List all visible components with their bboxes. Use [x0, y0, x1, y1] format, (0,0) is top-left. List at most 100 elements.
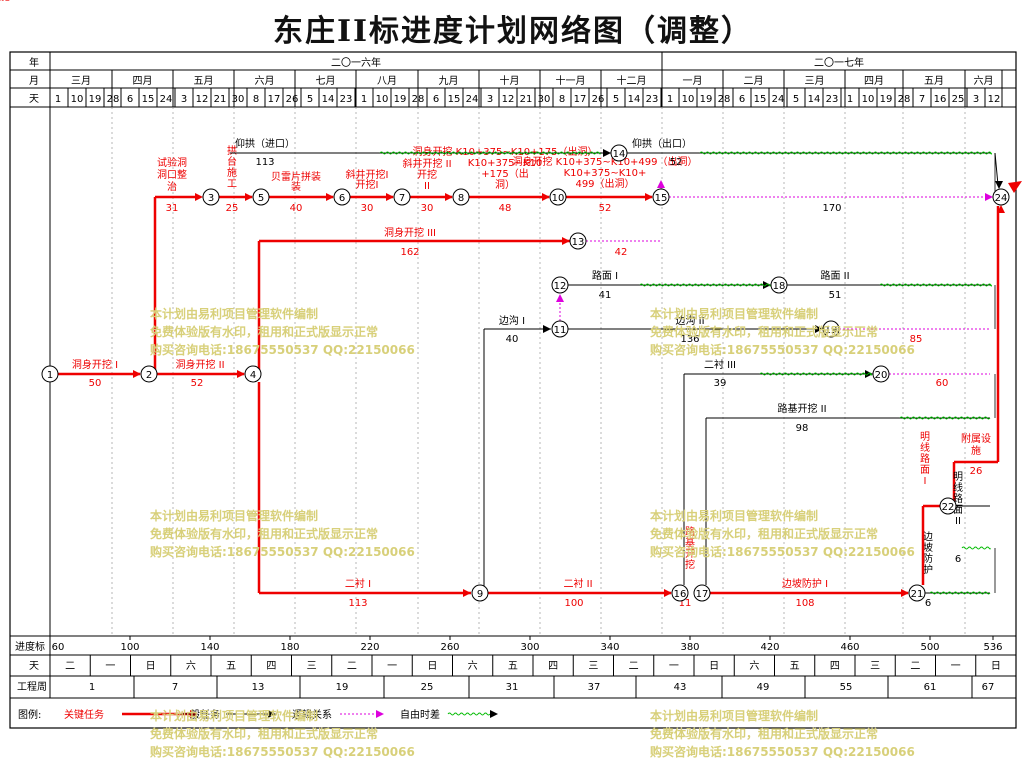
task-duration: 85: [910, 334, 923, 345]
task-name: 洞身开挖 K10+375~K10+175（出洞）: [412, 145, 597, 158]
day-label: 23: [340, 94, 353, 105]
legend-critical-label: 关键任务: [64, 708, 104, 721]
task-arrow-head: [645, 193, 653, 201]
task-duration: 41: [599, 290, 612, 301]
legend-float-arrow: [490, 710, 498, 718]
task-duration: 51: [829, 290, 842, 301]
task-duration: 6: [925, 598, 931, 609]
task-name: 路: [920, 452, 930, 465]
day-label: 21: [214, 94, 227, 105]
day-label: 15: [142, 94, 155, 105]
node-label: 17: [696, 589, 709, 600]
task-arrow-head: [237, 370, 245, 378]
day-label: 21: [520, 94, 533, 105]
task-name: 边沟 II: [675, 314, 704, 327]
week-label: 25: [421, 682, 434, 693]
watermark-text: 购买咨询电话:18675550537 QQ:22150066: [150, 544, 415, 559]
logic-head: [985, 193, 993, 201]
task-name: 洞身开挖 K10+375~K10+499（出洞）: [512, 155, 697, 168]
month-label: 六月: [255, 75, 275, 87]
weekday-label: 一: [669, 661, 679, 672]
task-name: 二衬 II: [563, 577, 592, 590]
watermark-text: 免费体验版有水印，租用和正式版显示正常: [650, 726, 878, 741]
task-duration: 170: [822, 203, 841, 214]
task-duration: 162: [400, 247, 419, 258]
task-name: 仰拱（出口）: [632, 137, 692, 150]
day-label: 5: [613, 94, 619, 105]
progress-tick: 300: [520, 642, 539, 653]
day-label: 23: [826, 94, 839, 105]
task-name: 路: [953, 492, 963, 505]
watermark-text: 购买咨询电话:18675550537 QQ:22150066: [650, 342, 915, 357]
legend-float-label: 自由时差: [400, 708, 440, 721]
node-label: 7: [399, 193, 405, 204]
progress-tick: 180: [280, 642, 299, 653]
watermark-text: 免费体验版有水印，租用和正式版显示正常: [650, 324, 878, 339]
task-name: 面: [920, 465, 930, 476]
node-24: [992, 188, 1010, 206]
page-title: 东庄II标进度计划网络图（调整）: [272, 14, 754, 49]
watermark-text: 本计划由易利项目管理软件编制: [150, 708, 318, 723]
node-label: 6: [339, 193, 345, 204]
legend-logic-arrow: [376, 710, 384, 718]
task-duration: 52: [191, 378, 204, 389]
task-duration: 30: [361, 203, 374, 214]
node-3: [202, 188, 220, 206]
float-line: [379, 151, 601, 155]
float-line: [879, 283, 993, 287]
end-flag: [1008, 181, 1022, 193]
day-label: 3: [181, 94, 187, 105]
watermark-text: 本计划由易利项目管理软件编制: [150, 508, 318, 523]
month-label: 六月: [974, 75, 994, 87]
weekday-label: 二: [910, 661, 920, 672]
task-duration: 40: [506, 334, 519, 345]
task-duration: 11: [679, 598, 692, 609]
progress-axis-label: 进度标: [15, 640, 45, 653]
month-label: 十一月: [556, 74, 586, 87]
watermark-text: 本计划由易利项目管理软件编制: [650, 708, 818, 723]
node-10: [549, 188, 567, 206]
task-duration: 48: [499, 203, 512, 214]
logic-head: [657, 180, 665, 188]
task-arrow-head: [326, 193, 334, 201]
task-name: 仰拱（进口）: [235, 137, 295, 150]
task-name: 路基开挖 II: [777, 402, 826, 415]
float-line: [699, 151, 993, 155]
day-label: 10: [71, 94, 84, 105]
month-label: 五月: [194, 75, 214, 87]
progress-tick: 460: [840, 642, 859, 653]
progress-tick: 500: [920, 642, 939, 653]
task-duration: 40: [290, 203, 303, 214]
task-duration: 136: [680, 334, 699, 345]
task-name: 边: [923, 531, 933, 543]
day-label: 8: [253, 94, 259, 105]
watermark-text: 免费体验版有水印，租用和正式版显示正常: [150, 526, 378, 541]
watermark-text: 本计划由易利项目管理软件编制: [150, 306, 318, 321]
node-label: 11: [554, 325, 567, 336]
task-name: 装: [291, 180, 301, 193]
task-arrow-head: [901, 589, 909, 597]
task-name: 施: [971, 444, 981, 457]
watermark-text: 购买咨询电话:18675550537 QQ:22150066: [650, 744, 915, 759]
arrow-head: [763, 281, 771, 289]
node-label: 21: [911, 589, 924, 600]
node-label: 16: [674, 589, 687, 600]
weekday-label: 六: [186, 660, 196, 672]
day-label: 1: [361, 94, 367, 105]
arrow-head: [543, 325, 551, 333]
task-name: 二衬 III: [704, 358, 736, 371]
node-label: 8: [458, 193, 464, 204]
arrow-head: [195, 193, 203, 201]
weekday-label: 五: [226, 661, 236, 672]
day-label: 5: [307, 94, 313, 105]
day-label: 24: [160, 94, 173, 105]
day-label: 15: [448, 94, 461, 105]
month-label: 十月: [500, 74, 520, 87]
progress-tick: 220: [360, 642, 379, 653]
weekday-label: 五: [790, 661, 800, 672]
week-label: 61: [924, 682, 937, 693]
node-22: [939, 497, 957, 515]
arrow-head: [997, 205, 1005, 213]
day-label: 10: [376, 94, 389, 105]
